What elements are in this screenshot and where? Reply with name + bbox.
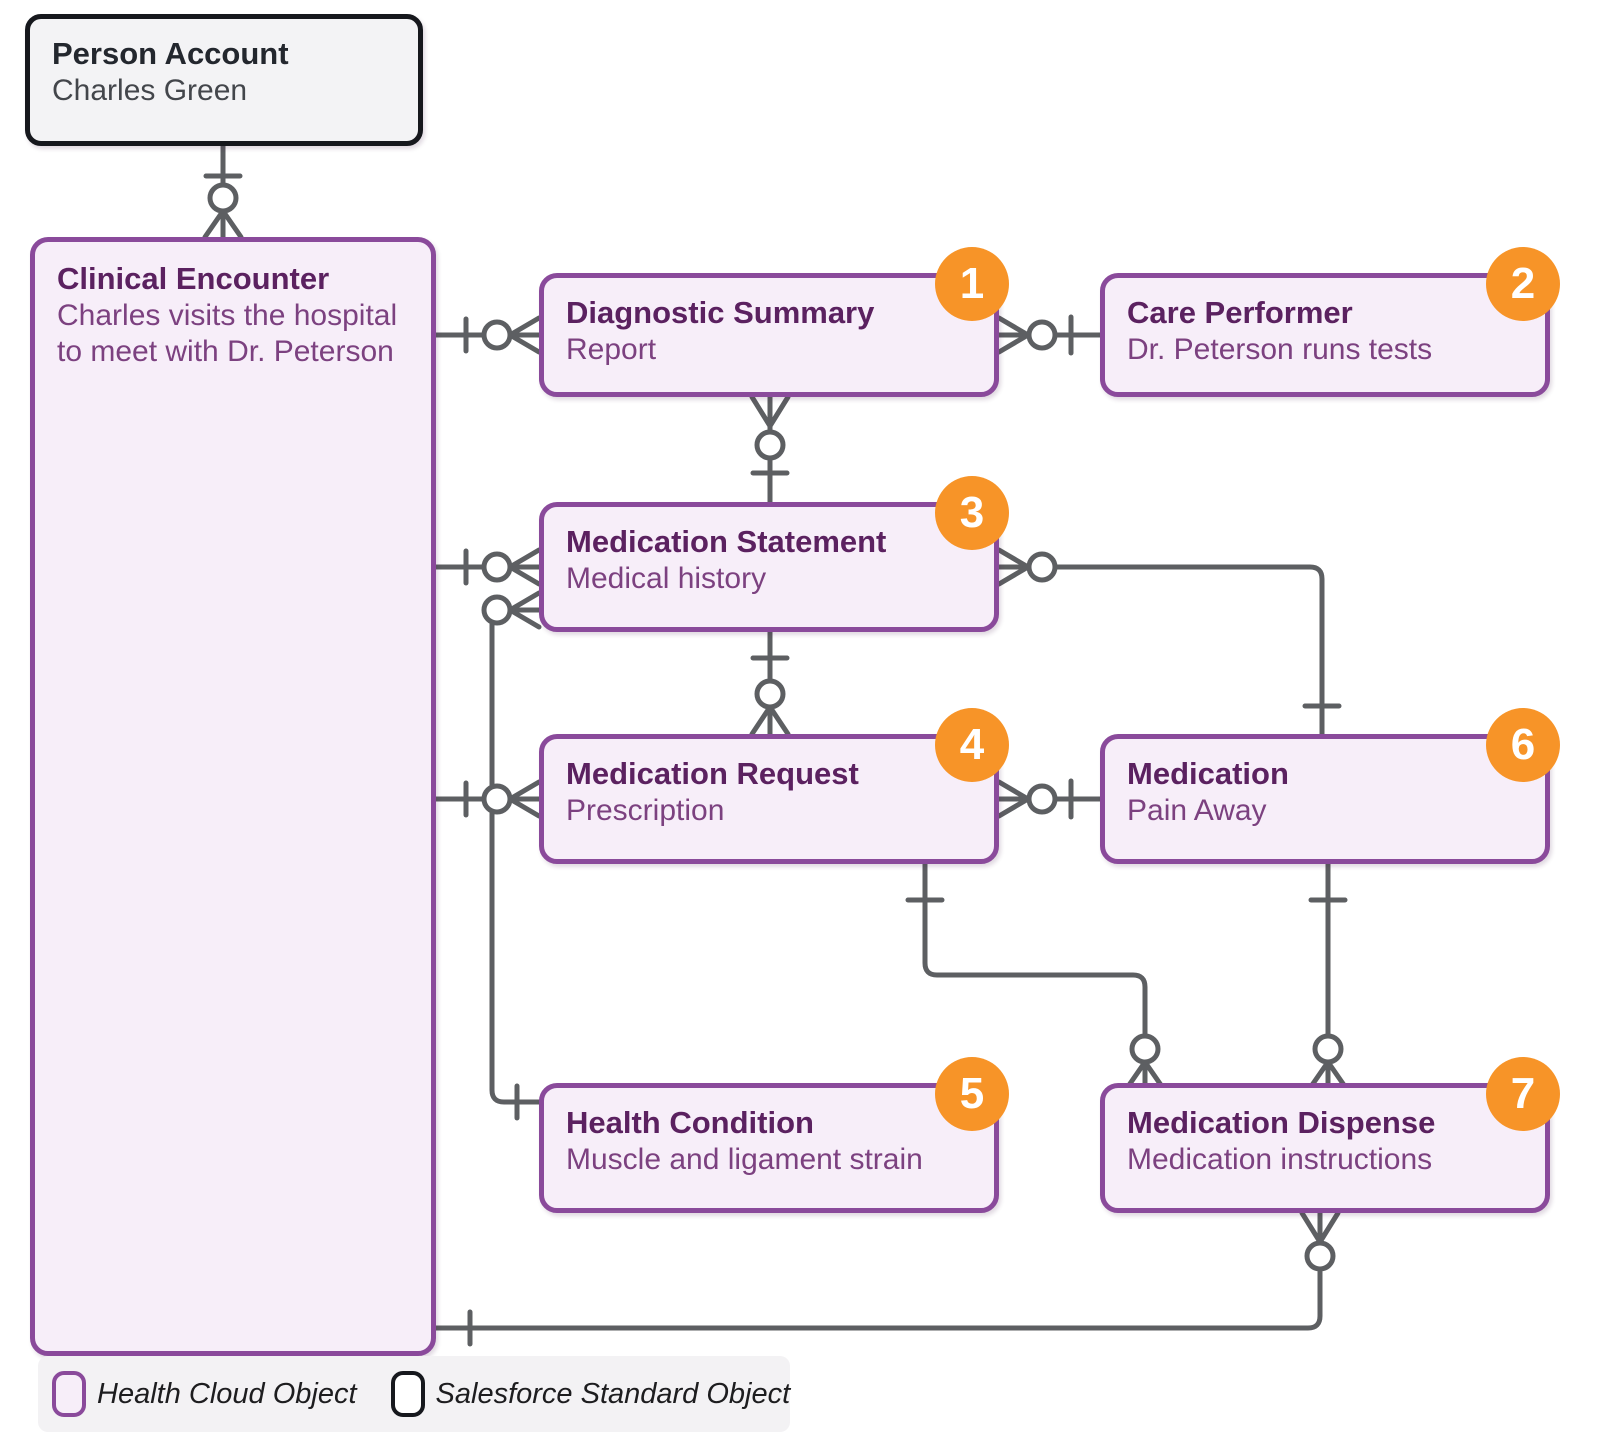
medication-request-subtitle: Prescription <box>566 793 725 827</box>
medication-dispense-box: 7 Medication Dispense Medication instruc… <box>1100 1057 1560 1213</box>
health-condition-subtitle: Muscle and ligament strain <box>566 1142 923 1176</box>
care-performer-subtitle: Dr. Peterson runs tests <box>1127 332 1433 366</box>
medication-statement-title: Medication Statement <box>566 524 887 559</box>
medication-request-box: 4 Medication Request Prescription <box>539 708 1009 864</box>
health-cloud-object-chip <box>52 1371 86 1417</box>
diagnostic-summary-title: Diagnostic Summary <box>566 295 875 330</box>
medication-dispense-title: Medication Dispense <box>1127 1105 1436 1140</box>
legend-label-health-cloud: Health Cloud Object <box>97 1377 357 1410</box>
clinical-encounter-title: Clinical Encounter <box>57 261 330 296</box>
connector-clinical-encounter-medication-dispense <box>433 1210 1341 1347</box>
health-condition-box: 5 Health Condition Muscle and ligament s… <box>539 1057 1009 1213</box>
legend: Health Cloud Object Salesforce Standard … <box>38 1356 790 1432</box>
step-badge-1: 1 <box>935 247 1009 321</box>
connector-clinical-encounter-medication-statement <box>433 547 542 587</box>
connector-medication-medication-dispense <box>1307 861 1349 1091</box>
step-badge-4: 4 <box>935 708 1009 782</box>
person-account-subtitle: Charles Green <box>52 73 248 107</box>
step-badge-2: 2 <box>1486 247 1560 321</box>
medication-statement-box: 3 Medication Statement Medical history <box>539 476 1009 632</box>
medication-box: 6 Medication Pain Away <box>1100 708 1560 864</box>
legend-label-salesforce-standard: Salesforce Standard Object <box>435 1377 791 1410</box>
care-performer-box: 2 Care Performer Dr. Peterson runs tests <box>1100 247 1560 397</box>
clinical-encounter-subtitle: Charles visits the hospital to meet with… <box>57 298 398 369</box>
medication-dispense-subtitle: Medication instructions <box>1127 1142 1433 1176</box>
diagnostic-summary-subtitle: Report <box>566 332 657 366</box>
medication-subtitle: Pain Away <box>1127 793 1267 827</box>
step-badge-6: 6 <box>1486 708 1560 782</box>
connector-clinical-encounter-diagnostic-summary <box>433 315 542 355</box>
step-badge-5: 5 <box>935 1057 1009 1131</box>
connector-medication-request-medication-dispense <box>905 861 1166 1091</box>
person-account-box: Person Account Charles Green <box>25 14 423 146</box>
person-account-title: Person Account <box>52 36 289 71</box>
connector-person-account-clinical-encounter <box>202 143 244 240</box>
connector-medication-statement-medication-request <box>749 629 791 737</box>
diagnostic-summary-box: 1 Diagnostic Summary Report <box>539 247 1009 397</box>
connector-diagnostic-summary-care-performer <box>996 314 1103 356</box>
connector-medication-statement-medication <box>996 547 1342 737</box>
salesforce-standard-object-chip <box>390 1371 425 1417</box>
connector-clinical-encounter-medication-request <box>433 779 542 819</box>
health-condition-title: Health Condition <box>566 1105 814 1140</box>
care-performer-title: Care Performer <box>1127 295 1353 330</box>
step-badge-7: 7 <box>1486 1057 1560 1131</box>
step-badge-3: 3 <box>935 476 1009 550</box>
connector-medication-request-medication <box>996 778 1103 820</box>
connector-diagnostic-summary-medication-statement <box>749 394 791 505</box>
medication-request-title: Medication Request <box>566 756 859 791</box>
medication-title: Medication <box>1127 756 1289 791</box>
medication-statement-subtitle: Medical history <box>566 561 767 595</box>
clinical-encounter-box: Clinical Encounter Charles visits the ho… <box>30 237 436 1356</box>
connector-health-condition-medication-statement <box>481 590 542 1121</box>
